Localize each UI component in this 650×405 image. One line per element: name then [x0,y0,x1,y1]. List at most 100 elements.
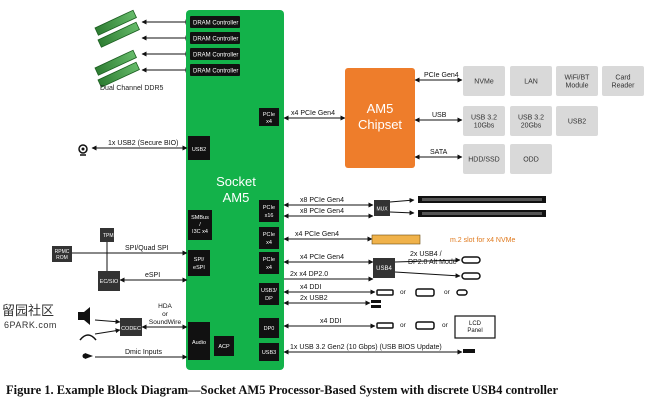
chipset-device-label: ODD [523,157,539,164]
usb4-chip [373,258,395,278]
label-hda: HDA [158,303,172,310]
lcd-panel [454,315,496,339]
chipset-device-box [463,144,505,174]
label-or-a: or [400,289,407,296]
port-label: PCIe [263,112,275,118]
port-usb3-dp [259,283,279,305]
usb-c-port-icon [461,256,481,264]
port-label: USB2 [192,147,206,153]
usb-c-port-icon [461,272,481,280]
usb2-port-icon [371,305,381,308]
port-acp [214,336,234,356]
port-dp0 [259,318,279,338]
port-label: USB3/ [261,288,277,294]
dram-controller-label: DRAM Controller [193,37,238,43]
pcie-slot-inner [422,212,542,215]
label-usb32: 1x USB 3.2 Gen2 (10 Gbps) (USB BIOS Upda… [290,344,442,351]
label-spi-quad: SPI/Quad SPI [125,245,169,252]
port-label: eSPI [193,265,205,271]
port-label: / [199,222,201,228]
label-x4-ddi-b: x4 DDI [320,318,341,325]
label-x4-pcie-usb4: x4 PCIe Gen4 [300,254,344,261]
port-usb2 [188,136,210,160]
chipset-device-box [510,106,552,136]
link-label-sata: SATA [430,149,448,156]
socket-title-line2: AM5 [223,190,250,205]
port-spi-espi [188,250,210,276]
dram-controller-label: DRAM Controller [193,69,238,75]
label-soundwire: SoundWire [149,319,182,326]
port-label: I3C x4 [192,229,208,235]
chipset-title-line1: AM5 [367,101,394,116]
chipset-device-box [556,66,598,96]
dram-controller-box [190,16,240,28]
chipset-device-box [556,106,598,136]
port-label: x4 [266,119,272,125]
speaker-icon [78,307,90,325]
usb3-port-icon [463,349,475,353]
socket-title-line1: Socket [216,174,256,189]
label-ec-sio: EC/SIO [100,279,119,285]
label-or-c: or [400,322,407,329]
port-label: PCIe [263,257,275,263]
port-label: USB3 [262,350,276,356]
tpm-chip-icon [100,228,114,242]
codec-chip-icon [120,318,142,336]
chipset-device-label: LAN [524,79,538,86]
port-pcie-x4-top [259,108,279,126]
figure-caption: Figure 1. Example Block Diagram—Socket A… [6,383,559,397]
label-codec: CODEC [121,326,141,332]
memory-dimm-group [94,9,140,88]
microphone-icon [82,353,93,359]
port-label: PCIe [263,205,275,211]
chipset-device-box [463,106,505,136]
link-label-usb: USB [432,112,447,119]
hdmi-port-icon [415,321,435,330]
ec-sio-chip-icon [98,271,120,291]
label-x4-ddi-a: x4 DDI [300,284,321,291]
webcam-icon [78,144,88,156]
port-label: Audio [192,340,206,346]
label-usb4-dp: 2x USB4 / [410,251,442,258]
label-lcd-l1: LCD [469,321,482,327]
mux-chip [374,200,390,216]
dram-controller-label: DRAM Controller [193,53,238,59]
port-label: PCIe [263,232,275,238]
port-audio [188,322,210,360]
chipset-device-label: NVMe [474,79,494,86]
port-label: x4 [266,265,272,271]
dram-controller-box [190,48,240,60]
port-usb3 [259,343,279,361]
rpmc-rom-chip-icon [52,246,72,262]
label-or-d: or [442,322,449,329]
chipset-device-box [463,66,505,96]
link-label-x4-pcie-gen4: x4 PCIe Gen4 [291,110,335,117]
port-label: x16 [265,213,274,219]
label-usb2-secure: 1x USB2 (Secure BIO) [108,140,178,147]
port-label: x4 [266,240,272,246]
port-label: DP0 [264,326,275,332]
port-pcie-x16 [259,200,279,222]
headphone-icon [79,334,97,341]
link-label-pcie-gen4: PCIe Gen4 [424,72,459,79]
label-tpm: TPM [103,233,114,239]
label-x8-pcie-b: x8 PCIe Gen4 [300,208,344,215]
port-label: DP [265,296,273,302]
chipset-device-box [510,66,552,96]
usb-c-port-icon [456,289,468,296]
socket-am5-block [186,10,284,370]
port-pcie-x4-a [259,227,279,249]
label-dmic: Dmic Inputs [125,349,162,356]
label-rpmc-rom-l2: ROM [56,255,68,261]
label-or-b: or [444,289,451,296]
pcie-slot-inner [422,198,542,201]
watermark-line2: 6PARK.com [4,320,57,330]
label-m2-slot: m.2 slot for x4 NVMe [450,237,515,244]
label-x2-usb2: 2x USB2 [300,295,328,302]
dram-controller-box [190,64,240,76]
